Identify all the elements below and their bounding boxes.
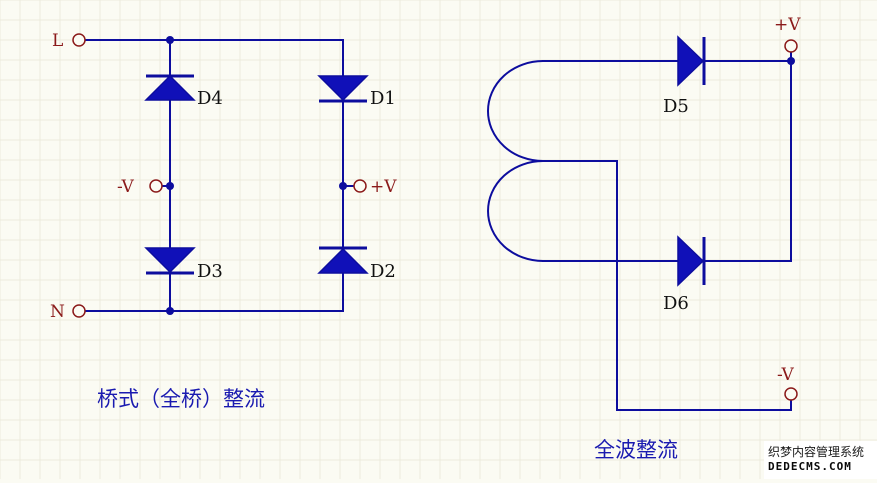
- label-d1: D1: [370, 88, 396, 109]
- caption-fullwave: 全波整流: [594, 438, 678, 462]
- label-minus-v-fw: -V: [777, 365, 795, 385]
- label-n: N: [50, 302, 65, 322]
- label-d5: D5: [663, 96, 689, 117]
- diode-d4: [144, 74, 196, 101]
- junction-node: [166, 182, 174, 190]
- watermark-box: [764, 441, 877, 479]
- label-d2: D2: [370, 261, 396, 282]
- watermark-line1: 织梦内容管理系统: [768, 445, 865, 459]
- terminal-plus: [353, 179, 367, 193]
- diode-d5: [677, 35, 706, 87]
- transformer-coil-upper: [487, 59, 545, 163]
- label-d6: D6: [663, 293, 689, 314]
- wire-l-top: [85, 39, 344, 83]
- junction-node: [166, 36, 174, 44]
- diode-d6: [677, 235, 706, 287]
- transformer-coil-lower: [487, 159, 545, 263]
- label-d3: D3: [197, 261, 223, 282]
- diode-d2: [317, 246, 369, 274]
- bridge-rectifier: L N -V +V D4 D1 D3 D2 桥式（全桥）整流: [50, 31, 397, 411]
- fullwave-rectifier: +V -V D5 D6 全波整流: [487, 15, 801, 462]
- diode-d3: [144, 247, 196, 275]
- terminal-n: [72, 304, 86, 318]
- label-d4: D4: [197, 88, 223, 109]
- terminal-plus-fw: [784, 39, 798, 53]
- diode-d1: [317, 75, 369, 103]
- label-l: L: [52, 31, 63, 51]
- junction-node: [339, 182, 347, 190]
- label-plus-v: +V: [370, 177, 397, 197]
- junction-node: [166, 307, 174, 315]
- label-minus-v: -V: [117, 177, 135, 197]
- watermark-line2: DEDECMS.COM: [768, 460, 852, 473]
- wire-centertap: [542, 160, 792, 411]
- caption-bridge: 桥式（全桥）整流: [97, 387, 265, 411]
- terminal-l: [72, 33, 86, 47]
- terminal-minus-fw: [784, 387, 798, 401]
- terminal-minus: [149, 179, 163, 193]
- junction-node: [787, 57, 795, 65]
- label-plus-v-fw: +V: [774, 15, 801, 35]
